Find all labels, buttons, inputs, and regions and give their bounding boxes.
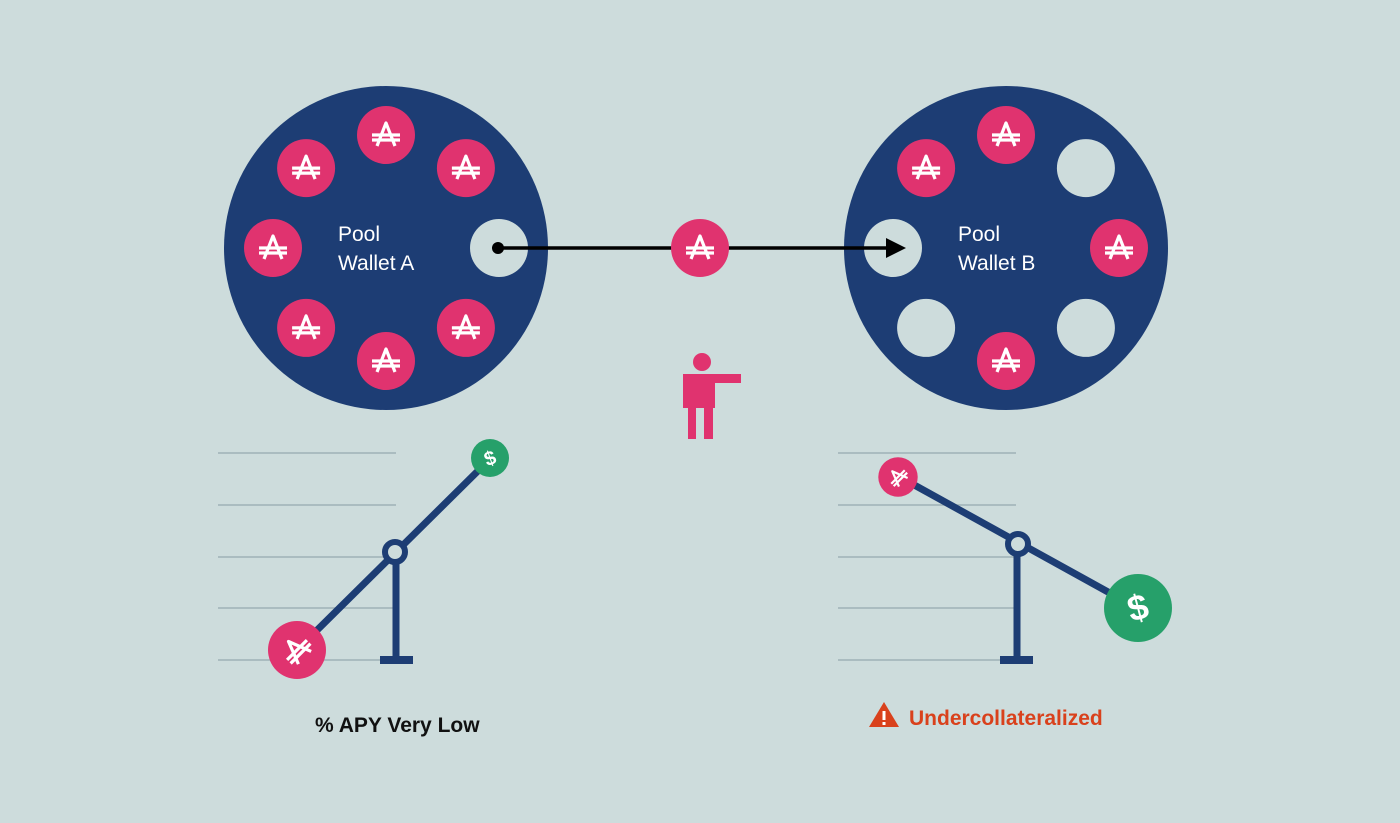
amp-coin-icon [277, 298, 336, 357]
wallet-b-label-line2: Wallet B [958, 252, 1036, 275]
seesaw-left: $ [218, 439, 509, 679]
dollar-coin-icon: $ [1104, 574, 1172, 642]
amp-coin-icon [436, 139, 495, 198]
empty-coin-slot [1056, 139, 1115, 198]
apy-caption: % APY Very Low [315, 714, 480, 737]
person-pointing-icon [683, 353, 741, 439]
amp-coin-icon [1090, 219, 1148, 277]
amp-coin-icon [977, 106, 1035, 164]
amp-coin-icon [977, 332, 1035, 390]
seesaw-right: $ [838, 452, 1172, 664]
amp-coin-icon [878, 457, 918, 497]
dollar-coin-icon: $ [471, 439, 509, 477]
undercollateralized-caption: Undercollateralized [909, 707, 1103, 730]
amp-coin-icon [357, 332, 415, 390]
empty-coin-slot [897, 298, 956, 357]
amp-coin-icon [244, 219, 302, 277]
wallet-a-label-line1: Pool [338, 223, 381, 246]
amp-coin-icon [277, 139, 336, 198]
wallet-b-label-line1: Pool [958, 223, 1001, 246]
amp-coin-icon [357, 106, 415, 164]
wallet-b-label: Pool Wallet B [958, 220, 1035, 278]
amp-coin-icon [268, 621, 326, 679]
wallet-a-label-line2: Wallet A [338, 252, 415, 275]
warning-icon [869, 702, 899, 727]
amp-coin-icon [436, 298, 495, 357]
amp-coin-icon [897, 139, 956, 198]
wallet-a-label: Pool Wallet A [338, 220, 414, 278]
transfer-coin-icon [671, 219, 729, 277]
empty-coin-slot [1056, 298, 1115, 357]
